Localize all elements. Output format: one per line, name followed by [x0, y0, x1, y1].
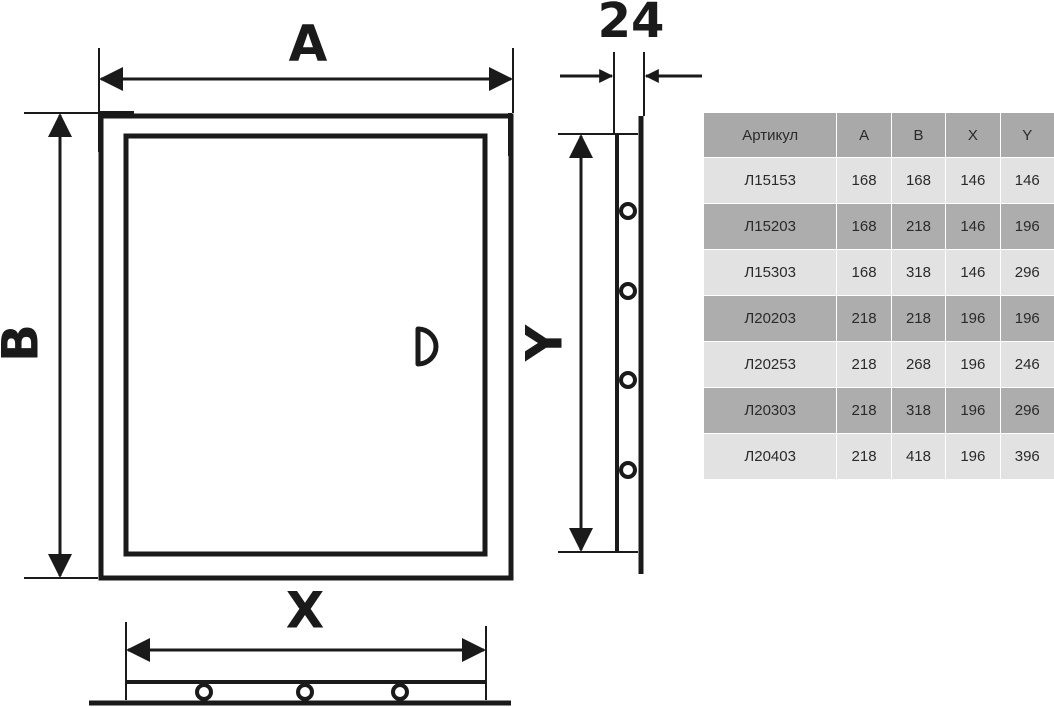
dimension-x: X — [126, 582, 486, 662]
table-header-row: Артикул A B X Y — [704, 113, 1054, 158]
cell-b: 318 — [891, 387, 947, 434]
cell-article: Л15203 — [704, 203, 838, 250]
dimension-y: Y — [516, 134, 593, 552]
header-a: A — [836, 113, 892, 158]
cell-y: 296 — [1000, 387, 1054, 434]
cell-y: 146 — [1000, 157, 1054, 204]
hinge-icon — [619, 371, 637, 389]
header-x: X — [945, 113, 1001, 158]
bottom-view — [89, 622, 511, 706]
cell-y: 396 — [1000, 433, 1054, 480]
cell-article: Л20403 — [704, 433, 838, 480]
cell-a: 168 — [836, 157, 892, 204]
cell-x: 196 — [945, 295, 1001, 342]
cell-article: Л20253 — [704, 341, 838, 388]
table-row: Л20403 218 418 196 396 — [704, 433, 1054, 480]
cell-y: 196 — [1000, 295, 1054, 342]
dimension-a: A — [98, 15, 514, 113]
hinge-icon — [619, 282, 637, 300]
table-row: Л15303 168 318 146 296 — [704, 249, 1054, 296]
table-row: Л15153 168 168 146 146 — [704, 157, 1054, 204]
cell-a: 218 — [836, 387, 892, 434]
cell-b: 418 — [891, 433, 947, 480]
table-row: Л20253 218 268 196 246 — [704, 341, 1054, 388]
table-row: Л15203 168 218 146 196 — [704, 203, 1054, 250]
cell-a: 168 — [836, 249, 892, 296]
table-row: Л20303 218 318 196 296 — [704, 387, 1054, 434]
front-view — [98, 111, 514, 581]
spec-table: Артикул A B X Y Л15153 168 168 146 146 Л… — [704, 113, 1054, 480]
side-view — [558, 52, 645, 574]
cell-b: 218 — [891, 203, 947, 250]
cell-article: Л20203 — [704, 295, 838, 342]
dimension-label-depth: 24 — [598, 0, 665, 49]
cell-article: Л15303 — [704, 249, 838, 296]
hinge-icon — [619, 461, 637, 479]
cell-a: 168 — [836, 203, 892, 250]
header-article: Артикул — [704, 113, 838, 158]
cell-a: 218 — [836, 341, 892, 388]
hinge-icon — [296, 683, 314, 701]
cell-y: 296 — [1000, 249, 1054, 296]
cell-x: 146 — [945, 249, 1001, 296]
header-y: Y — [1000, 113, 1054, 158]
cell-a: 218 — [836, 433, 892, 480]
hinge-icon — [391, 683, 409, 701]
cell-y: 246 — [1000, 341, 1054, 388]
cell-x: 196 — [945, 433, 1001, 480]
dimension-label-x: X — [286, 582, 325, 640]
inner-door — [123, 133, 488, 557]
cell-x: 146 — [945, 203, 1001, 250]
cell-article: Л15153 — [704, 157, 838, 204]
cell-y: 196 — [1000, 203, 1054, 250]
cell-x: 196 — [945, 341, 1001, 388]
dimension-label-y: Y — [516, 324, 574, 362]
cell-a: 218 — [836, 295, 892, 342]
dimension-b: B — [0, 112, 98, 579]
cell-b: 218 — [891, 295, 947, 342]
dimension-label-a: A — [289, 15, 328, 73]
cell-b: 318 — [891, 249, 947, 296]
outer-frame — [98, 113, 514, 581]
dimension-depth: 24 — [560, 0, 702, 83]
cell-x: 146 — [945, 157, 1001, 204]
header-b: B — [891, 113, 947, 158]
door-handle-icon — [415, 326, 439, 367]
cell-b: 268 — [891, 341, 947, 388]
dimension-label-b: B — [0, 324, 50, 362]
cell-b: 168 — [891, 157, 947, 204]
hinge-icon — [195, 683, 213, 701]
cell-article: Л20303 — [704, 387, 838, 434]
cell-x: 196 — [945, 387, 1001, 434]
table-row: Л20203 218 218 196 196 — [704, 295, 1054, 342]
hinge-icon — [619, 202, 637, 220]
